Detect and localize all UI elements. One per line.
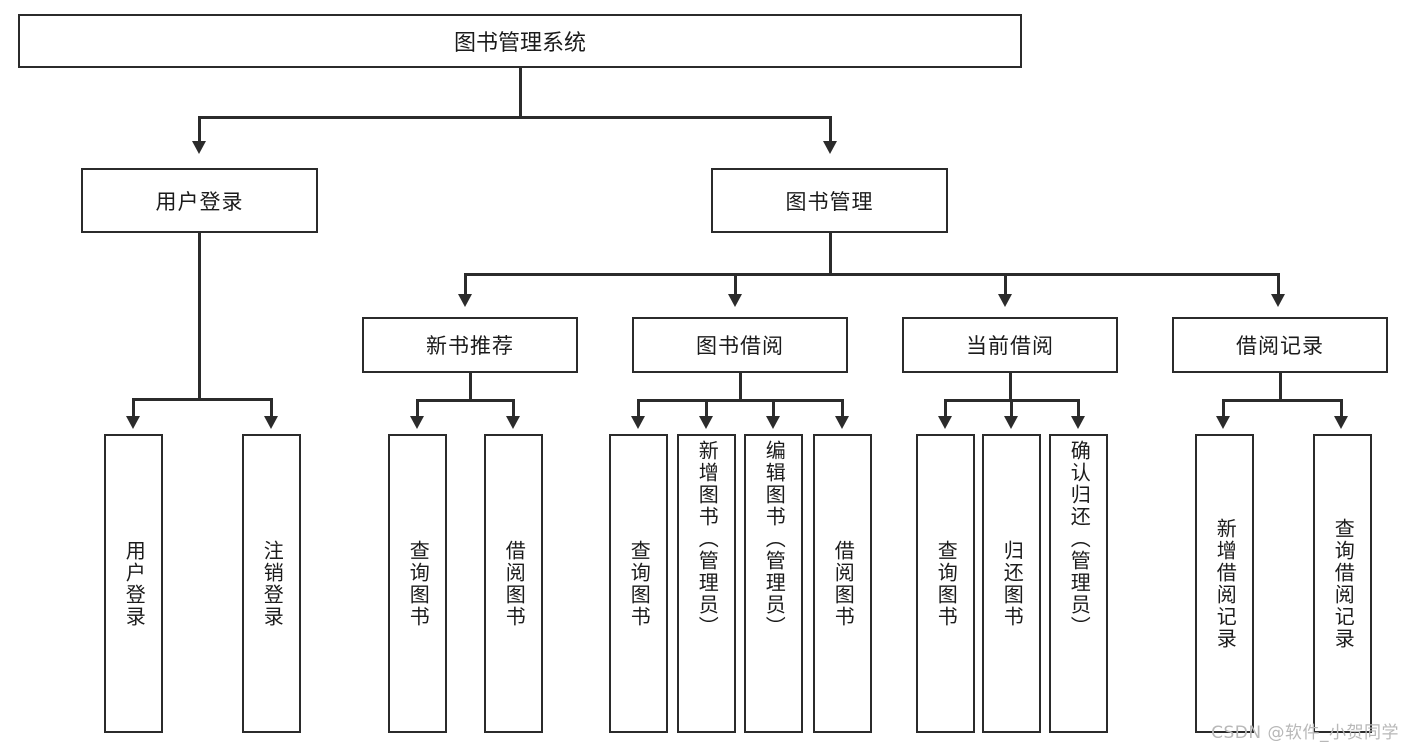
edge-user-login-bus <box>132 398 272 401</box>
edge-level3-bus <box>464 273 1280 276</box>
leaf-book-borrow-query-book[interactable]: 查询图书 <box>609 434 668 733</box>
arrowhead-book-borrow-leaf-1 <box>631 416 645 429</box>
edge-to-book-management <box>829 116 832 143</box>
edge-book-borrow-bus <box>637 399 844 402</box>
leaf-label: 用户登录 <box>122 539 147 628</box>
leaf-borrow-record-query-record[interactable]: 查询借阅记录 <box>1313 434 1372 733</box>
edge-borrow-record-leaf-1 <box>1222 399 1225 418</box>
arrowhead-new-book-leaf-2 <box>506 416 520 429</box>
leaf-label: 查询图书 <box>934 539 959 628</box>
node-label: 借阅记录 <box>1236 334 1324 358</box>
arrowhead-current-borrow-leaf-1 <box>938 416 952 429</box>
node-label: 用户登录 <box>155 189 244 214</box>
leaf-book-borrow-edit-book-admin[interactable]: 编辑图书（管理员） <box>744 434 803 733</box>
leaf-new-book-query-book[interactable]: 查询图书 <box>388 434 447 733</box>
edge-current-borrow-leaf-3 <box>1077 399 1080 418</box>
leaf-label: 注销登录 <box>260 539 285 628</box>
arrowhead-current-borrow <box>998 294 1012 307</box>
arrowhead-book-borrow-leaf-4 <box>835 416 849 429</box>
edge-borrow-record-down <box>1279 373 1282 401</box>
leaf-new-book-borrow-book[interactable]: 借阅图书 <box>484 434 543 733</box>
edge-current-borrow-leaf-2 <box>1010 399 1013 418</box>
edge-root-down <box>519 68 522 118</box>
arrowhead-borrow-record-leaf-2 <box>1334 416 1348 429</box>
edge-new-book-bus <box>416 399 514 402</box>
edge-book-management-down <box>829 233 832 275</box>
edge-user-login-leaf-2 <box>270 398 273 418</box>
edge-to-borrow-record <box>1277 273 1280 296</box>
edge-new-book-leaf-1 <box>416 399 419 418</box>
node-user-login[interactable]: 用户登录 <box>81 168 318 233</box>
node-book-management[interactable]: 图书管理 <box>711 168 948 233</box>
node-root-book-management-system[interactable]: 图书管理系统 <box>18 14 1022 68</box>
leaf-label: 新增图书（管理员） <box>695 440 720 638</box>
leaf-user-login-login[interactable]: 用户登录 <box>104 434 163 733</box>
leaf-label: 归还图书 <box>1000 539 1025 628</box>
edge-to-current-borrow <box>1004 273 1007 296</box>
leaf-label: 新增借阅记录 <box>1213 517 1238 650</box>
leaf-current-borrow-return-book[interactable]: 归还图书 <box>982 434 1041 733</box>
leaf-label: 查询图书 <box>627 539 652 628</box>
arrowhead-current-borrow-leaf-2 <box>1004 416 1018 429</box>
leaf-current-borrow-query-book[interactable]: 查询图书 <box>916 434 975 733</box>
node-label: 图书管理 <box>785 189 874 214</box>
leaf-user-login-logout[interactable]: 注销登录 <box>242 434 301 733</box>
arrowhead-user-login <box>192 141 206 154</box>
edge-borrow-record-bus <box>1222 399 1342 402</box>
edge-user-login-down <box>198 233 201 400</box>
edge-borrow-record-leaf-2 <box>1340 399 1343 418</box>
node-current-borrow[interactable]: 当前借阅 <box>902 317 1118 373</box>
node-label: 图书管理系统 <box>453 31 586 56</box>
edge-book-borrow-down <box>739 373 742 401</box>
node-label: 当前借阅 <box>966 334 1054 358</box>
leaf-label: 借阅图书 <box>831 539 856 628</box>
leaf-book-borrow-borrow-book[interactable]: 借阅图书 <box>813 434 872 733</box>
edge-to-book-borrow <box>734 273 737 296</box>
leaf-label: 确认归还（管理员） <box>1067 440 1092 638</box>
leaf-current-borrow-confirm-return-admin[interactable]: 确认归还（管理员） <box>1049 434 1108 733</box>
edge-book-borrow-leaf-1 <box>637 399 640 418</box>
arrowhead-user-login-leaf-1 <box>126 416 140 429</box>
leaf-borrow-record-add-record[interactable]: 新增借阅记录 <box>1195 434 1254 733</box>
node-borrow-record[interactable]: 借阅记录 <box>1172 317 1388 373</box>
edge-book-borrow-leaf-3 <box>772 399 775 418</box>
leaf-label: 借阅图书 <box>502 539 527 628</box>
node-label: 新书推荐 <box>426 334 514 358</box>
arrowhead-book-borrow-leaf-3 <box>766 416 780 429</box>
leaf-book-borrow-add-book-admin[interactable]: 新增图书（管理员） <box>677 434 736 733</box>
node-new-book-recommend[interactable]: 新书推荐 <box>362 317 578 373</box>
leaf-label: 编辑图书（管理员） <box>762 440 787 638</box>
watermark-text: CSDN @软件_小贺同学 <box>1211 723 1399 743</box>
arrowhead-book-borrow <box>728 294 742 307</box>
edge-to-user-login <box>198 116 201 143</box>
edge-user-login-leaf-1 <box>132 398 135 418</box>
edge-new-book-down <box>469 373 472 401</box>
edge-current-borrow-leaf-1 <box>944 399 947 418</box>
arrowhead-new-book-leaf-1 <box>410 416 424 429</box>
arrowhead-borrow-record <box>1271 294 1285 307</box>
node-book-borrow[interactable]: 图书借阅 <box>632 317 848 373</box>
edge-new-book-leaf-2 <box>512 399 515 418</box>
arrowhead-current-borrow-leaf-3 <box>1071 416 1085 429</box>
node-label: 图书借阅 <box>696 334 784 358</box>
edge-book-borrow-leaf-2 <box>705 399 708 418</box>
edge-to-new-book <box>464 273 467 296</box>
arrowhead-user-login-leaf-2 <box>264 416 278 429</box>
leaf-label: 查询图书 <box>406 539 431 628</box>
arrowhead-book-borrow-leaf-2 <box>699 416 713 429</box>
arrowhead-new-book <box>458 294 472 307</box>
edge-root-bus <box>198 116 831 119</box>
leaf-label: 查询借阅记录 <box>1331 517 1356 650</box>
edge-current-borrow-down <box>1009 373 1012 401</box>
arrowhead-book-management <box>823 141 837 154</box>
edge-book-borrow-leaf-4 <box>841 399 844 418</box>
arrowhead-borrow-record-leaf-1 <box>1216 416 1230 429</box>
